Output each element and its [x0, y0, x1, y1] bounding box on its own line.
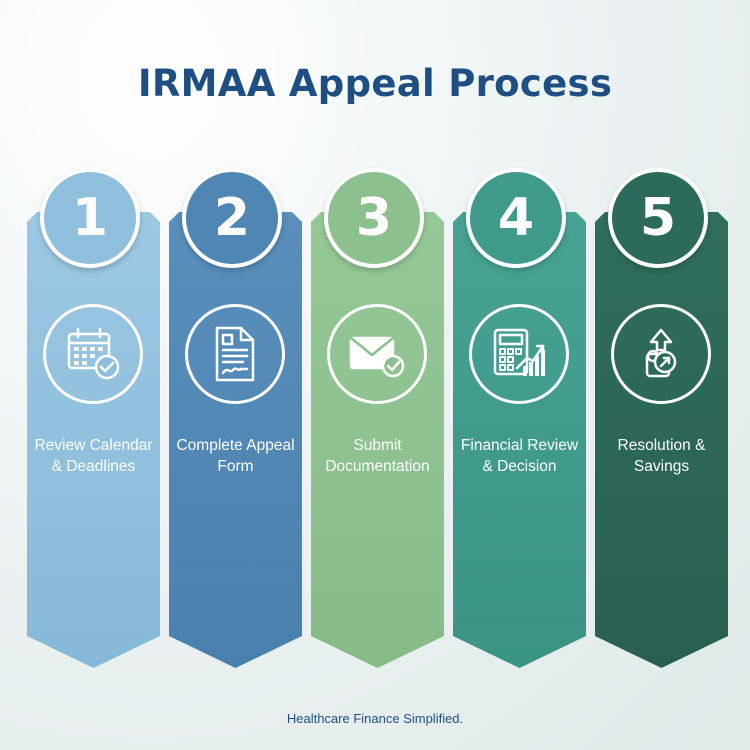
- envelope-check-icon: [327, 304, 427, 404]
- step-ribbon: [27, 212, 160, 668]
- step-number: 1: [40, 168, 140, 268]
- step-ribbon: [311, 212, 444, 668]
- step-label: Financial Review & Decision: [460, 437, 579, 475]
- step-label: Complete Appeal Form: [176, 437, 295, 475]
- step-number: 5: [608, 168, 708, 268]
- step-label: Resolution & Savings: [617, 437, 706, 475]
- step-3: 3 Submit Documentation: [311, 168, 444, 668]
- step-number: 3: [324, 168, 424, 268]
- calendar-check-icon: [43, 304, 143, 404]
- step-5: 5 Resolution & Savings: [595, 168, 728, 668]
- step-number: 2: [182, 168, 282, 268]
- step-label: Review Calendar & Deadlines: [34, 437, 153, 475]
- step-number: 4: [466, 168, 566, 268]
- step-ribbon: [595, 212, 728, 668]
- page-title: IRMAA Appeal Process: [137, 62, 613, 105]
- step-ribbon: [453, 212, 586, 668]
- step-ribbon: [169, 212, 302, 668]
- calculator-chart-icon: [469, 304, 569, 404]
- step-label: Submit Documentation: [325, 437, 430, 475]
- step-1: 1 Review Calendar & Deadlines: [27, 168, 160, 668]
- step-4: 4 Financial Review & Decision: [453, 168, 586, 668]
- step-2: 2 Complete Appeal Form: [169, 168, 302, 668]
- piggy-bank-arrow-icon: [611, 304, 711, 404]
- footer-tagline: Healthcare Finance Simplified.: [286, 711, 464, 726]
- document-signature-icon: [185, 304, 285, 404]
